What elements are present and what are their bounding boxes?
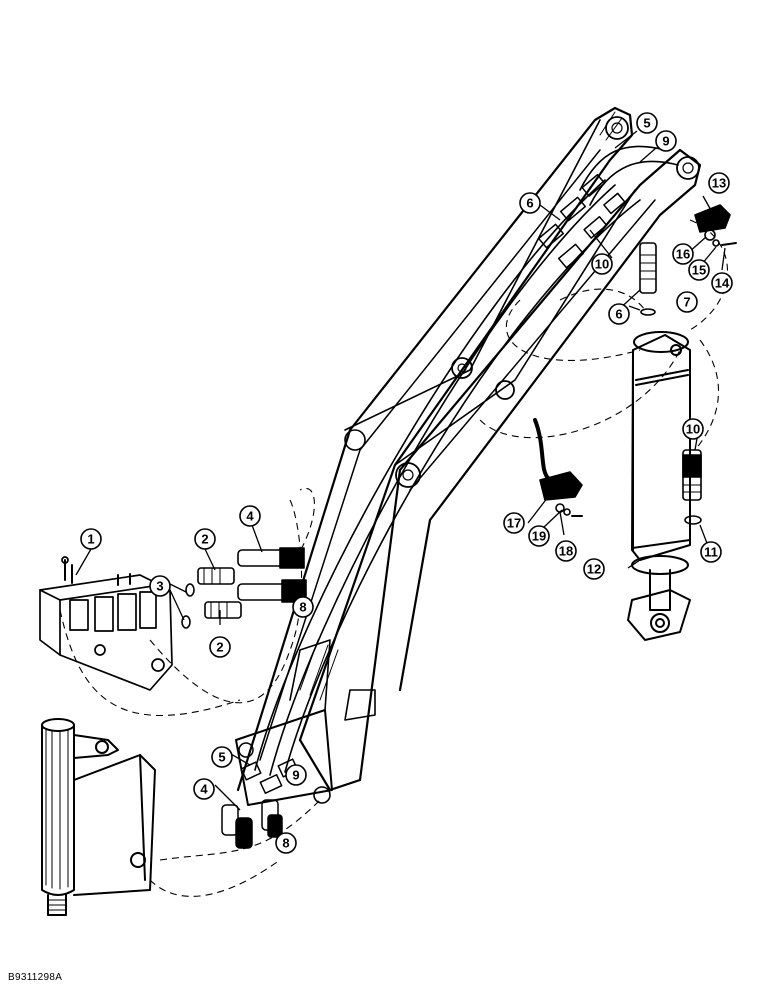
callout-4-lower: 4 xyxy=(193,778,215,800)
boom-hoses xyxy=(254,145,679,776)
callout-5-upper: 5 xyxy=(636,112,658,134)
callout-label: 14 xyxy=(715,276,730,291)
callout-6-cylinder: 6 xyxy=(608,303,630,325)
callout-2-upper: 2 xyxy=(194,528,216,550)
callout-label: 10 xyxy=(686,422,700,437)
callout-label: 9 xyxy=(662,134,669,149)
callout-15: 15 xyxy=(688,259,710,281)
callout-label: 2 xyxy=(201,532,208,547)
callout-16: 16 xyxy=(672,243,694,265)
callout-label: 5 xyxy=(643,116,650,131)
callout-19: 19 xyxy=(528,525,550,547)
callout-2-lower: 2 xyxy=(209,636,231,658)
callout-label: 1 xyxy=(87,532,94,547)
swing-post xyxy=(41,718,156,916)
callout-label: 4 xyxy=(200,782,208,797)
callout-label: 8 xyxy=(299,600,306,615)
callout-label: 19 xyxy=(532,529,546,544)
callout-label: 2 xyxy=(216,640,223,655)
callout-label: 11 xyxy=(704,545,718,560)
callout-6-boom: 6 xyxy=(519,192,541,214)
callout-label: 16 xyxy=(676,247,690,262)
callout-9-lower: 9 xyxy=(285,764,307,786)
callout-label: 15 xyxy=(692,263,706,278)
callout-4-upper: 4 xyxy=(239,505,261,527)
control-valve xyxy=(39,556,173,691)
callout-12: 12 xyxy=(583,558,605,580)
callout-8-upper: 8 xyxy=(292,596,314,618)
callout-3: 3 xyxy=(149,575,171,597)
callout-label: 9 xyxy=(292,768,299,783)
callout-label: 6 xyxy=(526,196,533,211)
callout-9-upper: 9 xyxy=(655,130,677,152)
callout-8-lower: 8 xyxy=(275,832,297,854)
callout-10-cylinder: 10 xyxy=(682,418,704,440)
boom xyxy=(235,106,702,806)
callout-14: 14 xyxy=(711,272,733,294)
figure-id: B9311298A xyxy=(8,972,63,983)
callout-18: 18 xyxy=(555,540,577,562)
callout-17: 17 xyxy=(503,512,525,534)
callout-13: 13 xyxy=(708,172,730,194)
callout-label: 18 xyxy=(559,544,573,559)
callout-label: 4 xyxy=(246,509,254,524)
hose-clamps xyxy=(533,204,737,517)
cylinder-fittings xyxy=(639,242,702,525)
callout-label: 8 xyxy=(282,836,289,851)
callout-1: 1 xyxy=(80,528,102,550)
boom-upper-fittings xyxy=(537,173,626,269)
callout-label: 7 xyxy=(683,295,690,310)
callout-label: 17 xyxy=(507,516,521,531)
loose-fittings xyxy=(181,547,307,629)
callout-label: 3 xyxy=(156,579,163,594)
callout-label: 10 xyxy=(595,257,609,272)
boom-cylinder xyxy=(627,331,691,641)
boom-lower-fittings xyxy=(221,758,299,849)
callout-11: 11 xyxy=(700,541,722,563)
callout-10-boom: 10 xyxy=(591,253,613,275)
assembly-lines xyxy=(59,219,729,897)
callout-label: 6 xyxy=(615,307,622,322)
leader-lines xyxy=(75,130,726,836)
callout-label: 13 xyxy=(712,176,726,191)
callout-label: 5 xyxy=(218,750,225,765)
callout-7: 7 xyxy=(676,291,698,313)
callout-label: 12 xyxy=(587,562,601,577)
callout-5-lower: 5 xyxy=(211,746,233,768)
